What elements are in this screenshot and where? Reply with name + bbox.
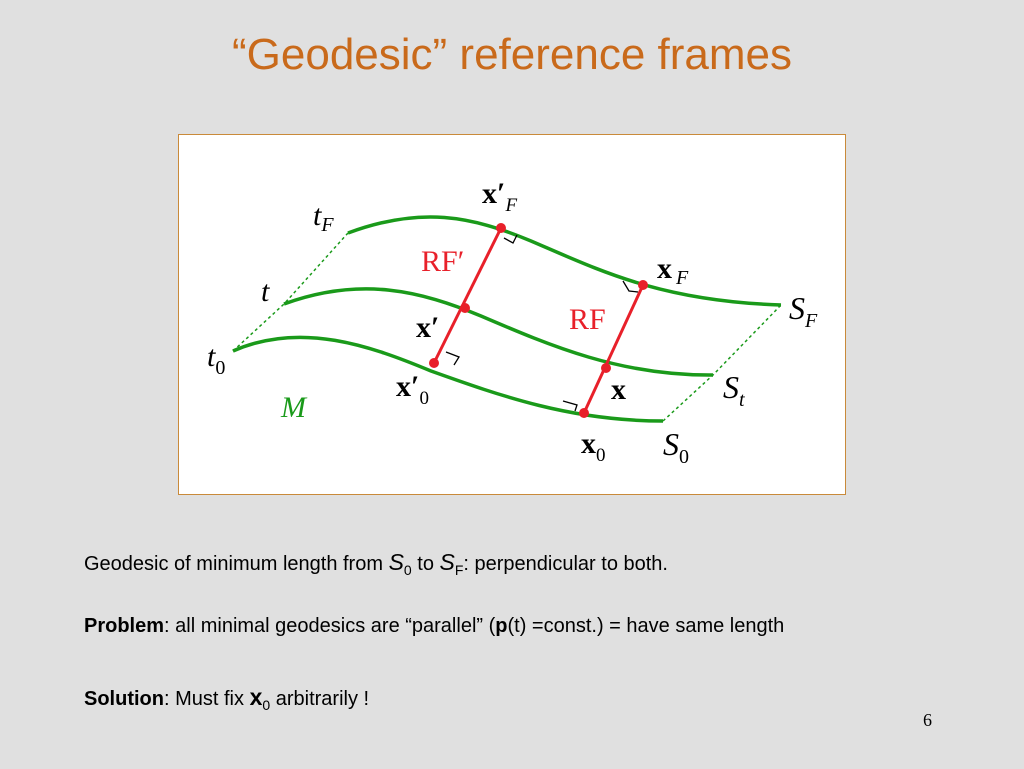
- label-M: M: [280, 391, 308, 424]
- solution-text: : Must fix: [163, 688, 250, 710]
- right-angle-mark-x0-prime: [445, 351, 460, 366]
- problem-text-end: (t) =const.) = have same length: [507, 615, 785, 637]
- problem-label: Problem: [84, 615, 165, 637]
- slide-title: “Geodesic” reference frames: [232, 30, 792, 79]
- label-RF: RF: [569, 303, 606, 336]
- point-x-prime: [460, 303, 470, 313]
- right-angle-mark-xF-prime: [503, 234, 518, 244]
- statement-mid: to: [411, 553, 440, 575]
- label-xF-prime: x′F: [482, 177, 517, 216]
- right-angle-mark-x-F: [622, 280, 639, 293]
- label-x: x: [611, 373, 626, 406]
- left-boundary-dotted-line: [232, 232, 349, 352]
- label-t: t: [261, 275, 270, 308]
- label-x-prime: x′: [416, 311, 439, 344]
- label-S-0: S0: [663, 426, 689, 468]
- symbol-S: S: [388, 549, 404, 575]
- symbol-S: S: [439, 549, 455, 575]
- point-x: [601, 363, 611, 373]
- solution-line: Solution: Must fix x0 arbitrarily !: [84, 684, 369, 713]
- label-S-t: St: [723, 369, 745, 411]
- geodesic-RF: [582, 284, 645, 414]
- curve-t: [283, 287, 714, 377]
- statement-suffix: : perpendicular to both.: [463, 553, 668, 575]
- statement-prefix: Geodesic of minimum length from: [84, 553, 389, 575]
- geodesic-RF-prime: [432, 227, 503, 364]
- solution-text-end: arbitrarily !: [270, 688, 370, 710]
- point-x-0: [579, 408, 589, 418]
- point-x0-prime: [429, 358, 439, 368]
- symbol-x: x: [249, 684, 263, 710]
- solution-label: Solution: [84, 688, 164, 710]
- symbol-p: p: [495, 615, 508, 637]
- label-t-0: t0: [207, 340, 225, 379]
- label-t-F: tF: [313, 199, 334, 236]
- label-S-F: SF: [789, 290, 818, 332]
- problem-line: Problem: all minimal geodesics are “para…: [84, 615, 784, 638]
- point-x-F: [638, 280, 648, 290]
- right-angle-mark-x-0: [562, 400, 578, 412]
- point-xF-prime: [496, 223, 506, 233]
- problem-text: : all minimal geodesics are “parallel” (: [164, 615, 496, 637]
- statement-line: Geodesic of minimum length from S0 to SF…: [84, 549, 668, 578]
- symbol-sub: F: [454, 562, 464, 578]
- label-RF-prime: RF′: [421, 245, 464, 278]
- symbol-sub: 0: [403, 562, 412, 578]
- symbol-sub: 0: [262, 697, 271, 713]
- curve-t-F: [347, 215, 782, 307]
- label-x-0: x0: [581, 427, 606, 466]
- right-boundary-dotted-line: [662, 304, 782, 422]
- label-x0-prime: x′0: [396, 370, 429, 409]
- page-number: 6: [923, 710, 932, 730]
